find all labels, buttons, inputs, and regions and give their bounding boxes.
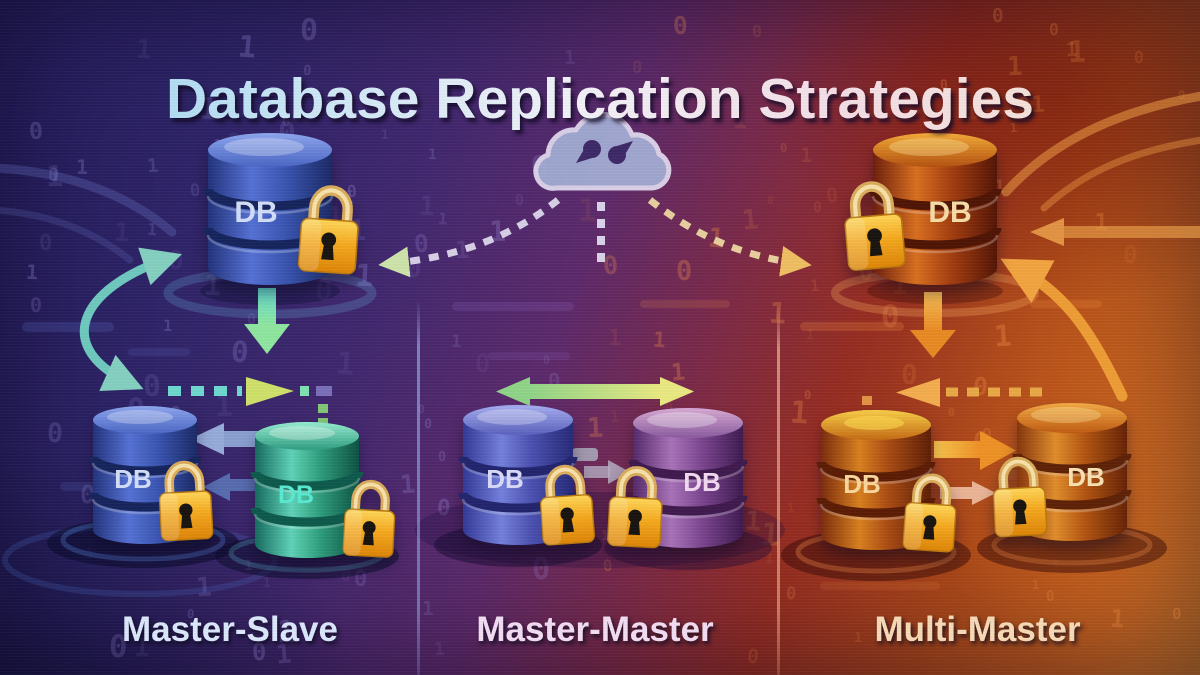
db-label: DB [928,196,971,229]
replication-arrow-down-right [910,292,956,358]
section-divider-left [417,300,420,675]
db-label: DB [683,467,721,497]
cloud-link-left-dashed [378,197,561,278]
database-master-right: DB [842,133,1002,285]
cloud-sync-icon [533,112,672,191]
page-title: Database Replication Strategies [0,66,1200,132]
replication-curve-right [1000,258,1128,402]
circuit-bar [452,302,574,311]
section-label-multi-master: Multi-Master [874,610,1081,649]
decor-arc [1040,136,1200,212]
database-master-master-right: DB [607,408,748,548]
db-label: DB [843,469,881,499]
db-label: DB [1067,462,1105,492]
database-multi-1: DB [816,410,958,552]
db-label: DB [278,481,314,509]
database-slave-1: DB [88,406,213,544]
circuit-bar [488,352,570,360]
circuit-bar [22,322,114,332]
database-multi-2: DB [992,403,1132,541]
circuit-bar [820,582,940,590]
db-label: DB [486,464,524,494]
cloud-link-right-dashed [647,197,812,277]
replication-curve-left [80,247,182,391]
section-label-master-master: Master-Master [476,610,714,649]
decor-arrow-top-right [1030,218,1200,246]
section-label-master-slave: Master-Slave [122,610,338,649]
section-divider-right [777,305,780,675]
replication-arrow-down-left [244,288,290,354]
db-label: DB [234,196,277,229]
circuit-bar [640,300,730,308]
db-label: DB [114,464,152,494]
master-master-sync-arrow [572,448,630,484]
decor-arc [0,206,134,264]
dashed-arrow-left-section [168,377,332,427]
decor-arc [0,163,177,237]
circuit-bar [800,322,904,331]
database-master-master-left: DB [458,405,595,545]
bidirectional-arrow [496,377,694,406]
multi-master-sync-arrow-1 [934,431,1016,470]
database-master-left: DB [203,133,360,285]
decor-arc [1001,91,1200,197]
database-slave-2: DB [250,422,396,558]
